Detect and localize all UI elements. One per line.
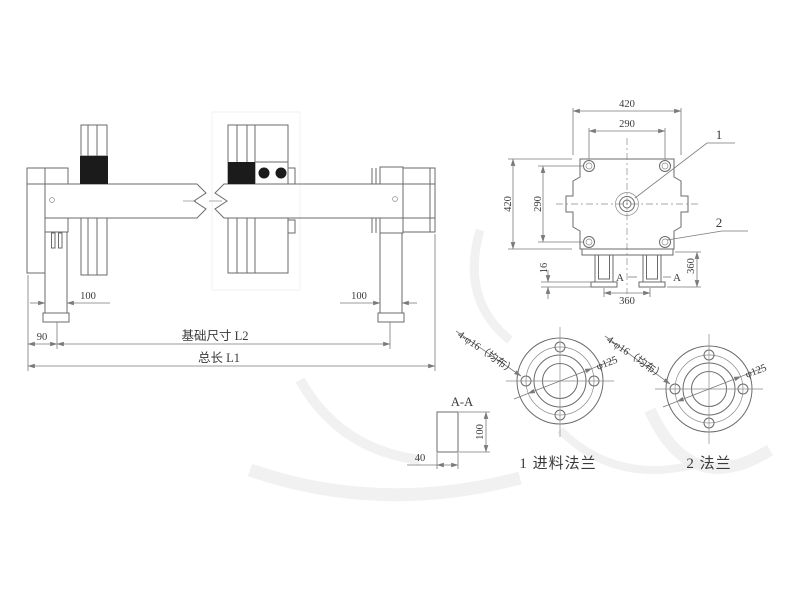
flange2-caption: 2 法兰 [686,455,731,472]
dim-leg-right-label: 100 [351,291,367,302]
right-leg [379,232,403,314]
flange-inlet: φ125 4-φ16（均布） 1 进料法兰 [455,327,619,472]
left-bearing-box [26,167,69,185]
dim-support-height-label: 360 [686,258,697,274]
dim-section-height-label: 100 [475,424,486,440]
section-mark-left: A [616,272,624,284]
left-leg [42,217,70,323]
balloon-2-label: 2 [716,215,723,230]
side-view-dimensions: 100 100 90 基础尺寸 L2 总长 L1 [27,234,436,371]
middle-seal-block [228,162,255,184]
dim-width-bolts-label: 290 [619,119,635,130]
right-end [371,166,436,323]
section-mark-right: A [673,272,681,284]
section-rect [436,411,459,453]
balloon-leaders: 1 2 [634,127,748,241]
inlet-seal-block [80,156,108,184]
section-aa: A-A 100 40 [407,395,490,469]
lower-left-pipe [80,217,108,276]
watermark [211,111,774,502]
plate-outline [565,158,689,250]
top-view: 1 2 A A 420 290 420 [503,99,748,307]
dim-section-width-label: 40 [415,453,426,464]
dim-height-bolts-label: 290 [533,196,544,212]
tube-right [214,183,435,219]
side-view: 100 100 90 基础尺寸 L2 总长 L1 [26,124,436,371]
dim-support-span-label: 360 [619,296,635,307]
right-end-box [402,167,436,233]
bolt-dot-1 [258,167,270,179]
dim-height-outer-label: 420 [503,196,514,212]
tube-left [45,183,207,219]
dim-end-offset-label: 90 [37,332,48,343]
section-title: A-A [451,395,473,409]
shaft-center-left [49,197,55,203]
dim-leg-left-label: 100 [80,291,96,302]
balloon-1-label: 1 [716,127,723,142]
section-marks: A A [616,272,681,284]
dim-total-label: 总长 L1 [198,351,240,365]
flange2-bolt-circle-note: φ125 [744,363,768,381]
dim-foot-thickness-label: 16 [539,263,550,274]
plate-supports [581,248,674,288]
flange1-caption: 1 进料法兰 [519,455,596,472]
flange1-bolt-circle-note: φ125 [595,355,619,373]
bolt-dot-2 [275,167,287,179]
shaft-center-right [392,196,398,202]
middle-assembly [227,124,296,274]
inlet-pipe [80,124,108,184]
dim-foundation-label: 基础尺寸 L2 [181,329,248,343]
top-view-dimensions: 420 290 420 290 16 360 36 [503,99,701,307]
dim-width-outer-label: 420 [619,99,635,110]
